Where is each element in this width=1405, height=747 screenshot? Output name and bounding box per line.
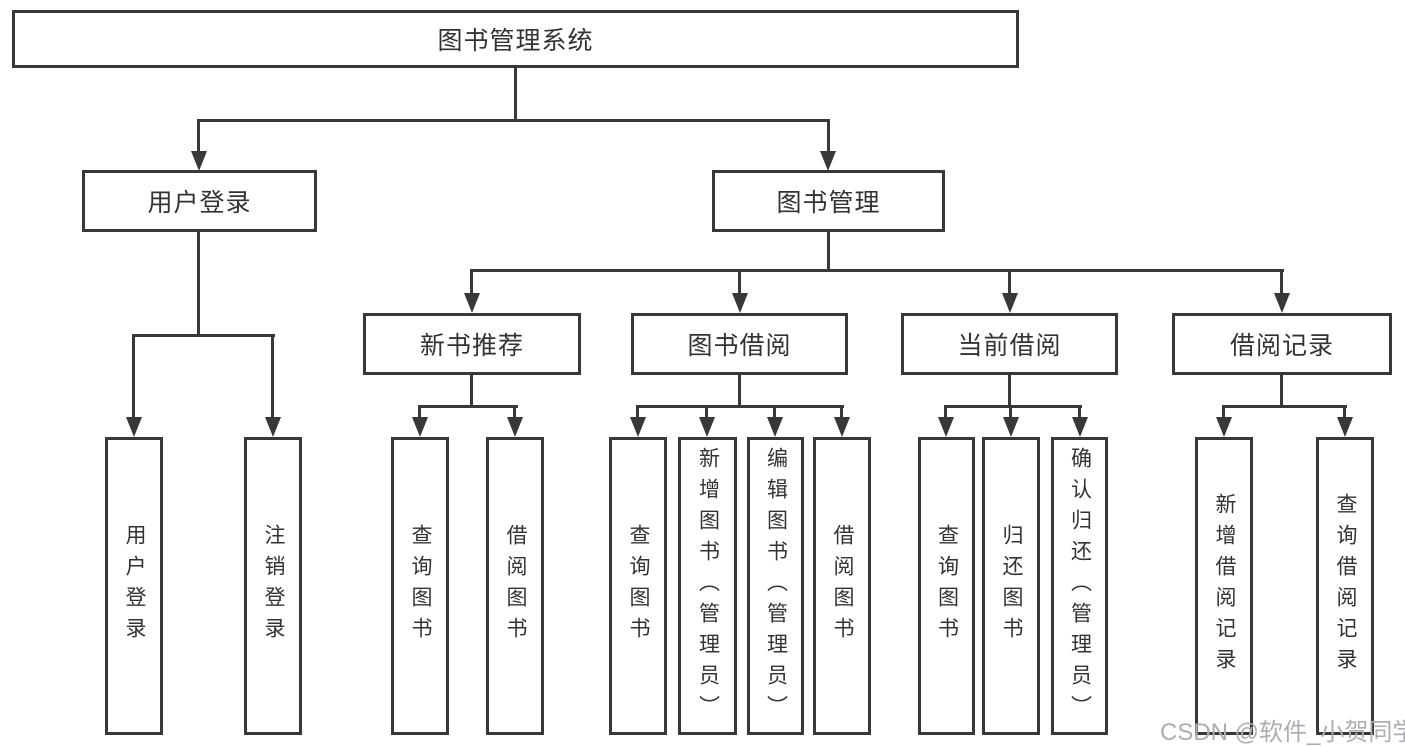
node-user-login: 用户登录 — [82, 170, 317, 232]
connector-level2-branch — [197, 119, 830, 122]
arrowhead-logout-leaf — [265, 417, 281, 437]
leaf-bb-query-book: 查询图书 — [609, 437, 667, 735]
arrowhead-nb-query — [412, 417, 428, 437]
arrowhead-bb-query — [630, 417, 646, 437]
connector-to-br-query — [1343, 405, 1346, 419]
arrowhead-bb-borrow — [834, 417, 850, 437]
leaf-cb-confirm-return-admin: 确认归还（管理员） — [1051, 437, 1108, 735]
node-library-system: 图书管理系统 — [12, 10, 1019, 68]
connector-to-nb-query — [418, 405, 421, 419]
arrowhead-book-management — [820, 151, 836, 171]
connector-borrow-record-stem — [1280, 375, 1283, 408]
connector-to-logout-leaf — [271, 334, 274, 419]
connector-user-login-branch — [132, 334, 275, 337]
connector-new-book-branch — [418, 405, 518, 408]
connector-borrow-record-branch — [1222, 405, 1347, 408]
arrowhead-cb-confirm — [1072, 417, 1088, 437]
node-new-book-recommend: 新书推荐 — [363, 313, 581, 375]
arrowhead-new-book — [464, 293, 480, 313]
leaf-nb-query-book: 查询图书 — [391, 437, 449, 735]
arrowhead-cb-return — [1003, 417, 1019, 437]
node-current-borrow: 当前借阅 — [901, 313, 1118, 375]
connector-to-borrow-record — [1280, 269, 1283, 295]
arrowhead-cb-query — [938, 417, 954, 437]
connector-current-borrow-branch — [944, 405, 1082, 408]
connector-to-bb-add — [705, 405, 708, 419]
arrowhead-user-login — [191, 151, 207, 171]
leaf-bb-borrow-book: 借阅图书 — [813, 437, 871, 735]
connector-level3-branch — [470, 269, 1284, 272]
connector-to-book-management — [827, 119, 830, 152]
arrowhead-book-borrow — [732, 293, 748, 313]
arrowhead-login-leaf — [126, 417, 142, 437]
connector-to-login-leaf — [132, 334, 135, 419]
node-book-management: 图书管理 — [712, 170, 945, 232]
arrowhead-br-query — [1337, 417, 1353, 437]
leaf-nb-borrow-book: 借阅图书 — [486, 437, 544, 735]
leaf-cb-query-book: 查询图书 — [918, 437, 975, 735]
connector-new-book-stem — [470, 375, 473, 408]
connector-to-bb-borrow — [840, 405, 843, 419]
connector-to-new-book — [470, 269, 473, 295]
arrowhead-current-borrow — [1002, 293, 1018, 313]
connector-user-login-stem — [197, 232, 200, 337]
connector-to-nb-borrow — [513, 405, 516, 419]
connector-book-borrow-stem — [738, 375, 741, 408]
connector-to-br-add — [1222, 405, 1225, 419]
leaf-cb-return-book: 归还图书 — [982, 437, 1040, 735]
leaf-user-login: 用户登录 — [105, 437, 163, 735]
leaf-bb-edit-book-admin: 编辑图书（管理员） — [747, 437, 804, 735]
connector-root-stem — [514, 68, 517, 121]
connector-to-user-login — [197, 119, 200, 152]
leaf-logout: 注销登录 — [244, 437, 302, 735]
csdn-watermark: CSDN @软件_小贺同学 — [1160, 719, 1405, 746]
leaf-bb-add-book-admin: 新增图书（管理员） — [678, 437, 737, 735]
leaf-br-add-record: 新增借阅记录 — [1195, 437, 1253, 735]
connector-current-borrow-stem — [1008, 375, 1011, 408]
node-borrow-record: 借阅记录 — [1172, 313, 1392, 375]
node-book-borrow: 图书借阅 — [631, 313, 848, 375]
connector-to-current-borrow — [1008, 269, 1011, 295]
arrowhead-bb-add — [699, 417, 715, 437]
connector-to-bb-query — [636, 405, 639, 419]
connector-to-cb-confirm — [1078, 405, 1081, 419]
connector-book-borrow-branch — [636, 405, 844, 408]
connector-to-book-borrow — [738, 269, 741, 295]
connector-to-bb-edit — [773, 405, 776, 419]
connector-to-cb-query — [944, 405, 947, 419]
arrowhead-borrow-record — [1274, 293, 1290, 313]
leaf-br-query-record: 查询借阅记录 — [1316, 437, 1374, 735]
connector-book-management-stem — [827, 232, 830, 272]
arrowhead-br-add — [1216, 417, 1232, 437]
arrowhead-nb-borrow — [507, 417, 523, 437]
connector-to-cb-return — [1009, 405, 1012, 419]
arrowhead-bb-edit — [767, 417, 783, 437]
